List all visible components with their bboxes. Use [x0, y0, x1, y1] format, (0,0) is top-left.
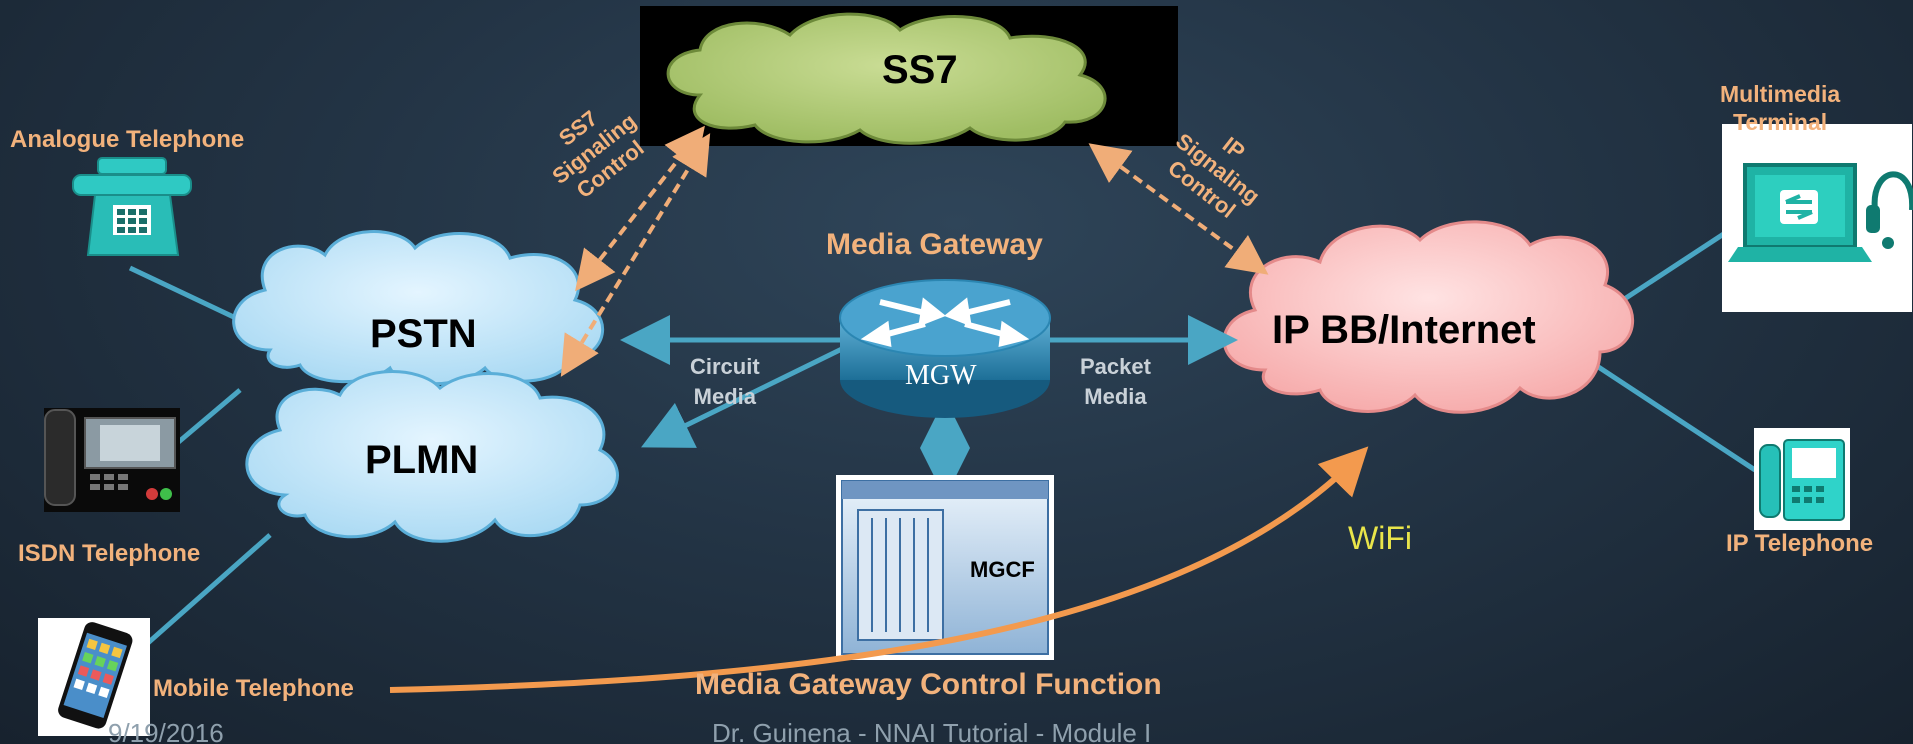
mgcf-label: MGCF	[970, 557, 1035, 582]
wifi-label: WiFi	[1348, 520, 1412, 556]
media-gateway-title: Media Gateway	[826, 228, 1043, 261]
packet-media-line2: Media	[1084, 384, 1147, 409]
circuit-arrow-plmn	[641, 342, 852, 448]
ip-cloud	[1222, 220, 1634, 414]
ip-bb-label: IP BB/Internet	[1272, 308, 1536, 352]
analogue-label: Analogue Telephone	[10, 126, 245, 153]
mobile-phone-icon	[38, 618, 150, 736]
mobile-link	[138, 533, 272, 652]
ip-phone-icon	[1754, 428, 1850, 530]
circuit-media-label: Circuit Media	[690, 352, 760, 412]
footer-center: Dr. Guinena - NNAI Tutorial - Module I	[712, 718, 1152, 744]
mgcf-box-icon	[836, 475, 1054, 660]
plmn-cloud	[245, 370, 619, 543]
mgw-label: MGW	[905, 360, 977, 391]
circuit-media-line2: Media	[693, 384, 757, 409]
multimedia-terminal-icon	[1722, 124, 1913, 312]
analogue-phone-icon	[72, 157, 192, 256]
multimedia-label: Multimedia Terminal	[1720, 80, 1840, 136]
multimedia-line1: Multimedia	[1720, 81, 1841, 107]
analogue-link	[128, 265, 242, 323]
ss7-signal-plmn	[560, 133, 711, 377]
ip-phone-label: IP Telephone	[1726, 530, 1874, 557]
multimedia-line2: Terminal	[1732, 109, 1828, 135]
mobile-label: Mobile Telephone	[153, 675, 354, 702]
ip-signal	[1088, 143, 1269, 275]
ss7-label: SS7	[882, 48, 958, 92]
isdn-link	[173, 388, 242, 447]
mgcf-caption: Media Gateway Control Function	[695, 668, 1162, 701]
pstn-label: PSTN	[370, 312, 477, 356]
wifi-arrow	[389, 446, 1369, 693]
pstn-cloud	[232, 230, 604, 386]
mgw-router-icon	[839, 279, 1051, 418]
ss7-cloud	[666, 12, 1107, 145]
circuit-media-line1: Circuit	[690, 354, 760, 379]
isdn-label: ISDN Telephone	[18, 540, 201, 567]
isdn-phone-icon	[44, 408, 180, 512]
footer-date: 9/19/2016	[108, 718, 224, 744]
packet-media-line1: Packet	[1080, 354, 1151, 379]
packet-media-label: Packet Media	[1080, 352, 1151, 412]
plmn-label: PLMN	[365, 438, 479, 482]
